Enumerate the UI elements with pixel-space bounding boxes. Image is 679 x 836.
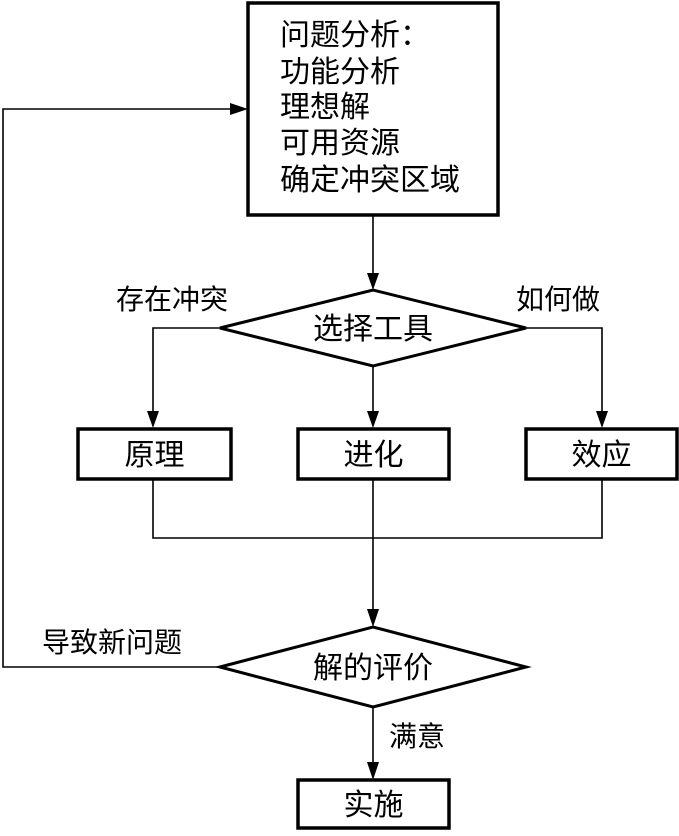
arrowhead-to-select bbox=[367, 273, 379, 290]
new-problem-label: 导致新问题 bbox=[42, 626, 182, 659]
analysis-line-5: 确定冲突区域 bbox=[280, 163, 460, 198]
feedback-loop bbox=[2, 108, 232, 668]
arrowhead-to-evolution bbox=[367, 411, 379, 428]
principle-box bbox=[76, 427, 233, 481]
effect-label: 效应 bbox=[572, 438, 632, 473]
principle-label: 原理 bbox=[125, 438, 185, 473]
branch-label-conflict: 存在冲突 bbox=[116, 283, 228, 316]
analysis-line-1: 问题分析： bbox=[280, 18, 430, 53]
merge-bus bbox=[152, 479, 603, 539]
evaluate-diamond bbox=[214, 625, 532, 709]
implement-box bbox=[296, 778, 451, 830]
analysis-box bbox=[246, 1, 500, 217]
arrowhead-feedback bbox=[230, 103, 248, 115]
branch-label-how-to: 如何做 bbox=[516, 283, 600, 316]
arrowhead-to-principle bbox=[147, 411, 159, 428]
analysis-line-2: 功能分析 bbox=[280, 55, 400, 90]
evaluate-label: 解的评价 bbox=[313, 651, 433, 686]
arrowhead-to-evaluate bbox=[367, 609, 379, 627]
arrowhead-to-effect bbox=[596, 411, 608, 428]
arrowhead-to-implement bbox=[367, 762, 379, 780]
evolution-label: 进化 bbox=[344, 438, 404, 473]
connector-select-to-principle bbox=[152, 327, 220, 414]
connector-select-to-effect bbox=[526, 327, 603, 414]
satisfied-label: 满意 bbox=[389, 720, 445, 753]
implement-label: 实施 bbox=[344, 788, 404, 823]
analysis-line-3: 理想解 bbox=[280, 90, 370, 125]
analysis-line-4: 可用资源 bbox=[280, 126, 400, 161]
select-tool-label: 选择工具 bbox=[313, 312, 433, 347]
